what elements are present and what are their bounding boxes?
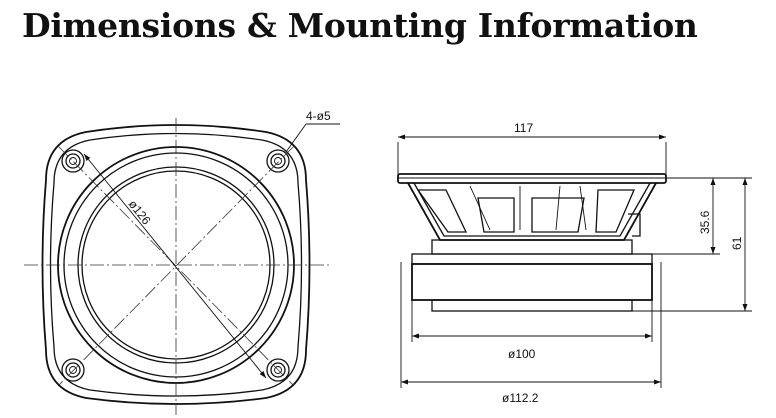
magnet-top-ring	[411, 253, 653, 265]
frame-inner	[49, 132, 303, 397]
diameter-label: ø126	[126, 197, 154, 227]
diameter-dimension-line	[83, 153, 267, 379]
front-view: 4-ø5 ø126	[24, 109, 340, 415]
page-title: Dimensions & Mounting Information	[22, 6, 698, 45]
frame-outer	[41, 124, 311, 405]
terminal	[628, 213, 641, 237]
hole-leader	[285, 123, 307, 153]
back-plate	[431, 299, 633, 312]
depth-total-label: 61	[730, 236, 744, 250]
mount-hole-br	[266, 358, 290, 382]
flange	[397, 173, 667, 184]
top-plate	[431, 239, 633, 255]
magnet	[411, 263, 653, 301]
hole-label: 4-ø5	[306, 109, 331, 123]
basket-window-2	[477, 197, 515, 233]
depth-partial-label: 35.6	[698, 210, 712, 234]
basket-window-1	[416, 189, 468, 233]
basket-window-4	[595, 189, 635, 233]
basket-window-3	[531, 197, 585, 233]
magnet-diameter-label: ø100	[508, 347, 536, 361]
mount-hole-tr	[266, 149, 290, 173]
mount-hole-bl	[61, 358, 85, 382]
outer-diameter-label: ø112.2	[502, 391, 539, 405]
side-view: 117 35.6 61 ø100 ø	[397, 121, 752, 405]
width-label: 117	[514, 121, 533, 135]
